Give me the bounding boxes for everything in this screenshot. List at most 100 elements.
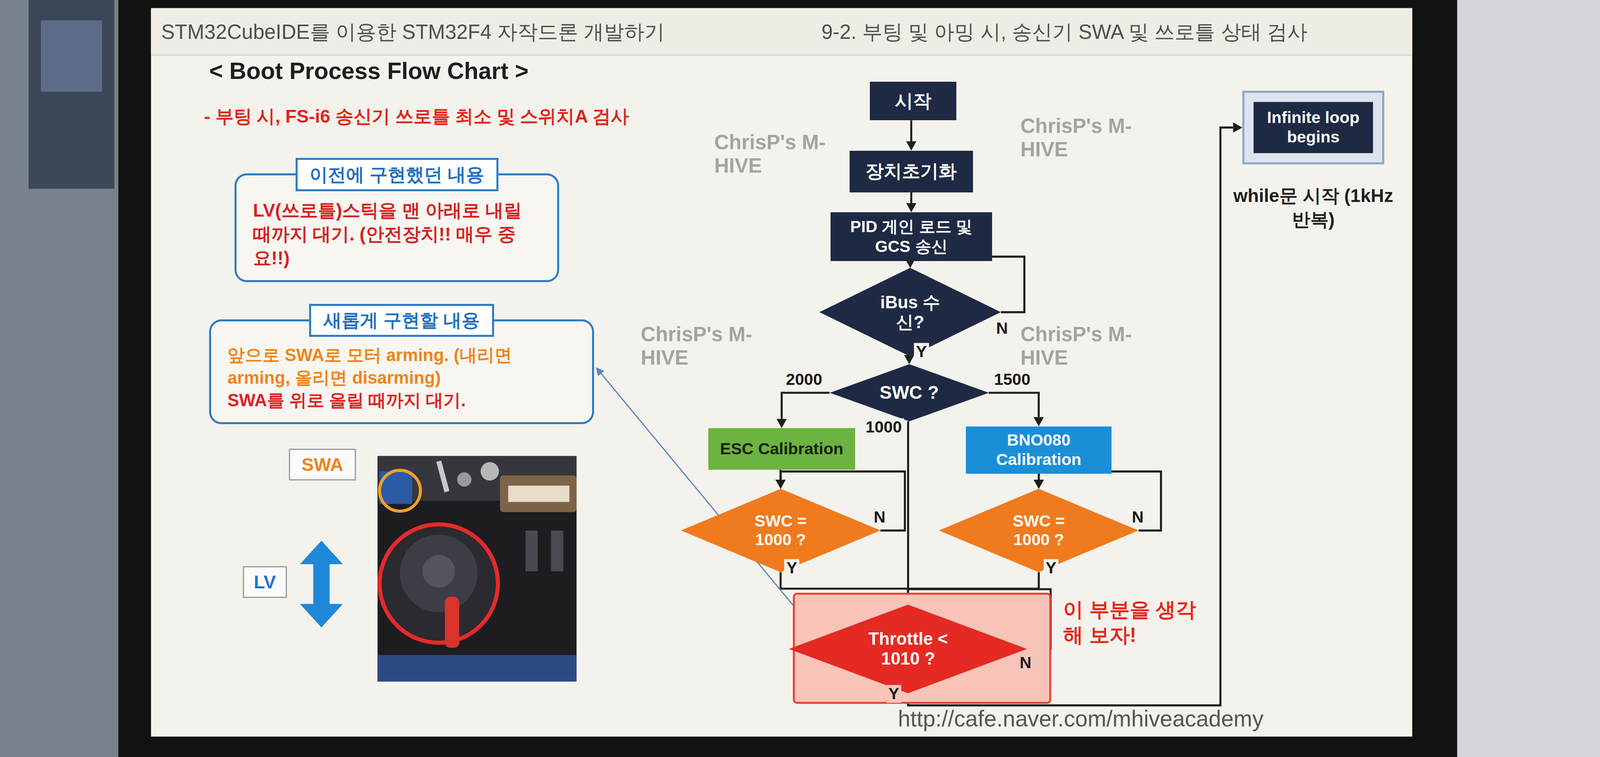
stick-grip xyxy=(444,596,460,649)
edge-label-holder: Y xyxy=(921,351,937,370)
gimbal-center xyxy=(422,555,456,588)
edge-label: Y xyxy=(886,684,902,703)
process-box: 장치초기화 xyxy=(849,150,974,193)
highlight-region: 이 부분을 생각해 보자!Throttle < 1010 ? xyxy=(792,592,1052,704)
header-rule xyxy=(151,54,1413,56)
arrowhead xyxy=(903,355,915,365)
label-holder: ChrisP's M-HIVE xyxy=(1020,322,1133,370)
panel-heading: 새롭게 구현할 내용 xyxy=(309,303,494,337)
trim xyxy=(525,530,538,572)
edge-label-holder: N xyxy=(1025,663,1042,681)
arrowhead xyxy=(596,367,605,377)
header-text: STM32CubeIDE를 이용한 STM32F4 자작드론 개발하기 xyxy=(161,20,665,44)
decision-diamond: Throttle < 1010 ? xyxy=(788,604,1027,694)
url-text: http://cafe.naver.com/mhiveacademy xyxy=(898,705,1264,732)
edge-label: 1500 xyxy=(992,370,1033,389)
edge-label-holder: Y xyxy=(1051,568,1067,587)
process-box: BNO080 Calibration xyxy=(965,426,1112,474)
gimbal xyxy=(400,534,478,612)
flow-connector xyxy=(906,192,917,213)
tag-text: LV xyxy=(253,571,276,593)
label-holder: http://cafe.naver.com/mhiveacademy xyxy=(898,705,1264,732)
diamond-text: SWC = 1000 ? xyxy=(994,511,1084,550)
title-holder: < Boot Process Flow Chart > xyxy=(209,57,529,85)
knob xyxy=(480,462,499,481)
watermark: ChrisP's M-HIVE xyxy=(1020,114,1133,162)
slide-header-bar xyxy=(151,8,1413,56)
diamond-text: SWC = 1000 ? xyxy=(735,511,826,550)
label-holder: ChrisP's M-HIVE xyxy=(1020,114,1133,162)
connector-line xyxy=(781,392,830,420)
loop-note: while문 시작 (1kHz 반복) xyxy=(1231,183,1395,232)
edge-label-holder: 1500 xyxy=(1012,379,1053,398)
header-text: 9-2. 부팅 및 아밍 시, 송신기 SWA 및 쓰로틀 상태 검사 xyxy=(821,20,1308,44)
diamond-fill xyxy=(788,604,1027,694)
edge-label: Y xyxy=(1043,559,1059,578)
flow-connector xyxy=(903,355,915,365)
wall-picture-detail xyxy=(40,20,102,92)
box-text: BNO080 Calibration xyxy=(973,430,1104,470)
arrowhead xyxy=(1033,417,1045,427)
slide-screen xyxy=(151,8,1413,737)
arrowhead xyxy=(1033,479,1045,489)
panel-heading: 이전에 구현했던 내용 xyxy=(295,157,499,191)
panel-body: LV(쓰로틀)스틱을 맨 아래로 내릴 때까지 대기. (안전장치!! 매우 중… xyxy=(253,198,541,270)
tag-text: SWA xyxy=(301,453,344,476)
edge-label: Y xyxy=(913,343,929,362)
double-arrow xyxy=(300,540,343,628)
knob xyxy=(457,472,472,487)
label-holder: ChrisP's M-HIVE xyxy=(640,322,754,370)
flow-connector xyxy=(988,392,1045,427)
edge-label: 1000 xyxy=(863,418,904,437)
trim xyxy=(551,530,564,572)
arrowhead xyxy=(1233,122,1243,133)
brand-plate-inlay xyxy=(508,485,570,502)
arrowhead xyxy=(775,479,786,489)
transmitter-photo xyxy=(377,455,577,682)
decision-diamond: SWC ? xyxy=(829,364,989,422)
note-panel: 새롭게 구현할 내용앞으로 SWA로 모터 arming. (내리면 armin… xyxy=(209,319,594,425)
edge-label-holder: N xyxy=(879,517,896,536)
watermark: ChrisP's M-HIVE xyxy=(1020,322,1133,370)
connector-line xyxy=(910,192,913,204)
panel-body: 앞으로 SWA로 모터 arming. (내리면 arming, 올리면 dis… xyxy=(227,344,576,390)
edge-label-holder: Y xyxy=(791,568,807,587)
connector-line xyxy=(910,120,913,142)
slide-title: < Boot Process Flow Chart > xyxy=(209,57,529,85)
loop-text: Infinite loop begins xyxy=(1253,101,1374,154)
arrowhead xyxy=(906,203,917,213)
flow-connector xyxy=(905,120,917,151)
brand-plate xyxy=(500,475,577,513)
watermark: ChrisP's M-HIVE xyxy=(714,130,827,178)
tag-box: LV xyxy=(242,566,287,599)
note-panel: 이전에 구현했던 내용LV(쓰로틀)스틱을 맨 아래로 내릴 때까지 대기. (… xyxy=(234,173,560,283)
label-holder: ChrisP's M-HIVE xyxy=(714,130,827,178)
swa-highlight-circle xyxy=(379,470,421,512)
diamond-text: SWC ? xyxy=(879,382,939,404)
edge-label-holder: 1000 xyxy=(883,427,925,446)
edge-label: N xyxy=(871,508,888,527)
edge-label: N xyxy=(1129,508,1146,527)
edge-label: N xyxy=(994,319,1010,338)
decision-diamond: iBus 수신? xyxy=(819,267,1001,357)
box-text: 시작 xyxy=(894,90,932,113)
connector-line xyxy=(780,572,908,596)
leader-connector xyxy=(596,367,793,606)
edge-label-holder: N xyxy=(1001,328,1018,347)
toggle-switch xyxy=(438,461,448,492)
label-holder: STM32CubeIDE를 이용한 STM32F4 자작드론 개발하기 xyxy=(161,20,665,44)
lcd-screen xyxy=(377,655,577,682)
connector-line xyxy=(988,392,1039,418)
diamond-fill xyxy=(938,488,1139,573)
edge-label-holder: N xyxy=(1137,517,1154,536)
label-holder: - 부팅 시, FS-i6 송신기 쓰로틀 최소 및 스위치A 검사 xyxy=(203,105,629,127)
watermark: ChrisP's M-HIVE xyxy=(640,322,754,370)
process-box: 시작 xyxy=(869,81,957,121)
lv-highlight-circle xyxy=(379,524,499,643)
diamond-fill xyxy=(829,364,989,422)
arrowhead xyxy=(905,141,917,151)
wall-right xyxy=(1448,0,1600,757)
diamond-fill xyxy=(680,488,881,573)
